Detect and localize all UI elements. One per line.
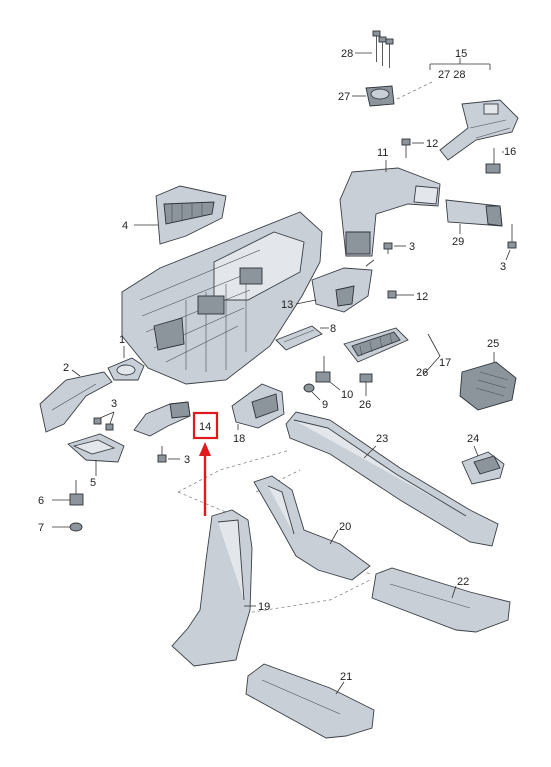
highlight-part-14: 14 (192, 411, 219, 516)
callout-2: 2 (63, 362, 69, 374)
callout-17: 17 (439, 357, 451, 369)
part-26-clip (359, 373, 373, 383)
callout-3-bottom: 3 (184, 454, 190, 466)
callout-11: 11 (377, 147, 388, 159)
screws-28 (372, 30, 394, 68)
callout-9: 9 (322, 399, 328, 411)
part-9-nut (303, 383, 315, 393)
screws-3-left (93, 411, 115, 431)
part-7-nut (69, 522, 83, 532)
callout-23: 23 (376, 433, 388, 445)
part-19-rear-footwell-duct (171, 509, 253, 667)
callout-7: 7 (38, 522, 44, 534)
callout-10: 10 (341, 389, 353, 401)
part-25-vent-outlet (459, 361, 517, 411)
callout-28: 28 (341, 48, 353, 60)
part-13-guide (311, 259, 375, 313)
part-17-side-vent (343, 327, 409, 363)
callout-18: 18 (233, 433, 245, 445)
callout-13: 13 (281, 299, 293, 311)
part-5-connector (67, 433, 125, 463)
callout-27-28: 27 28 (438, 69, 466, 81)
part-14-footwell-duct (133, 401, 191, 437)
part-27-actuator (365, 85, 395, 107)
part-23-rear-duct (285, 411, 499, 547)
part-22-floor-duct (371, 567, 511, 633)
callout-16: 16 (504, 146, 516, 158)
screw-12-mid (387, 290, 404, 299)
part-16-servo (485, 148, 501, 174)
callout-5: 5 (90, 477, 96, 489)
part-29-nozzle (445, 199, 503, 227)
callout-8: 8 (330, 323, 336, 335)
screw-3-bottom (157, 446, 167, 463)
callout-3-right: 3 (500, 261, 506, 273)
part-11-air-duct (339, 167, 441, 257)
callout-4: 4 (122, 220, 128, 232)
part-18-bracket (231, 383, 285, 429)
callout-12-mid: 12 (416, 291, 428, 303)
callout-3-left: 3 (111, 398, 117, 410)
callout-12-top: 12 (426, 138, 438, 150)
callout-22: 22 (457, 576, 469, 588)
part-6-holder (69, 480, 84, 506)
callout-3-mid: 3 (409, 241, 415, 253)
heater-unit-assembly (121, 211, 323, 385)
part-2-duct (39, 371, 113, 433)
part-1-nozzle (107, 357, 145, 381)
highlight-arrowhead (199, 442, 211, 456)
screw-3-right (507, 224, 517, 249)
screw-12-top (401, 138, 411, 158)
callout-14: 14 (199, 421, 211, 433)
callout-27: 27 (338, 91, 350, 103)
callout-26-right: 26 (416, 367, 428, 379)
callout-15: 15 (455, 48, 467, 60)
callout-21: 21 (340, 671, 352, 683)
callout-20: 20 (339, 521, 351, 533)
callout-26-left: 26 (359, 399, 371, 411)
callout-25: 25 (487, 338, 499, 350)
part-4-vent-frame (155, 185, 227, 245)
callout-29: 29 (452, 236, 464, 248)
highlight-box (192, 411, 219, 440)
part-24-outlet (461, 451, 505, 485)
part-8-flap-lever (275, 325, 323, 351)
part-15-flap-housing (439, 99, 519, 161)
bracket-15 (429, 58, 491, 70)
part-20-footwell-duct (253, 475, 371, 581)
part-21-floor-duct (245, 663, 375, 739)
callout-1: 1 (119, 334, 125, 346)
callout-24: 24 (467, 433, 479, 445)
part-10-sensor (315, 356, 331, 383)
screw-3-mid (383, 242, 393, 254)
callout-6: 6 (38, 495, 44, 507)
callout-19: 19 (258, 601, 270, 613)
